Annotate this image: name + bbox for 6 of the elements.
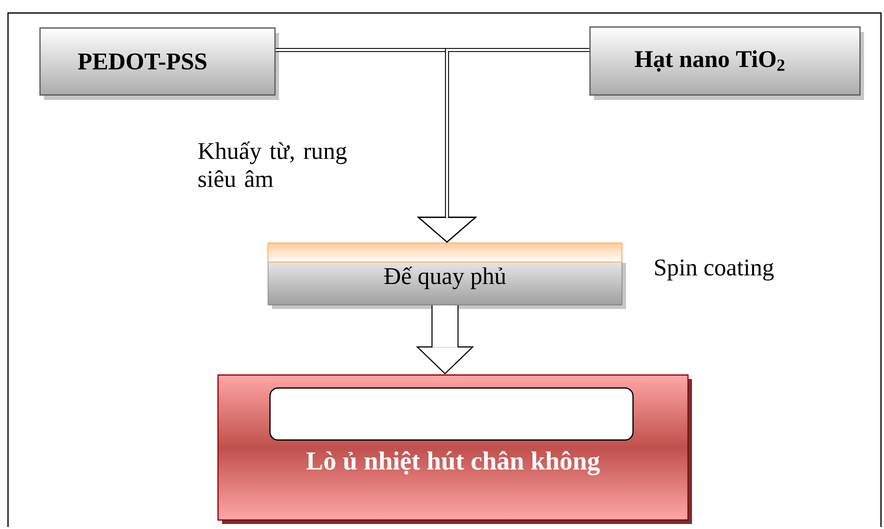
substrate-bar: Đế quay phủ — [268, 242, 626, 309]
edge-label: Khuấy từ, rung siêu âm — [198, 142, 347, 188]
window-box — [269, 387, 634, 441]
material-box: Hạt nano TiO$_{2}$ — [589, 26, 864, 100]
side-label: Spin coating — [655, 259, 774, 281]
material-box: PEDOT-PSS — [39, 27, 279, 100]
